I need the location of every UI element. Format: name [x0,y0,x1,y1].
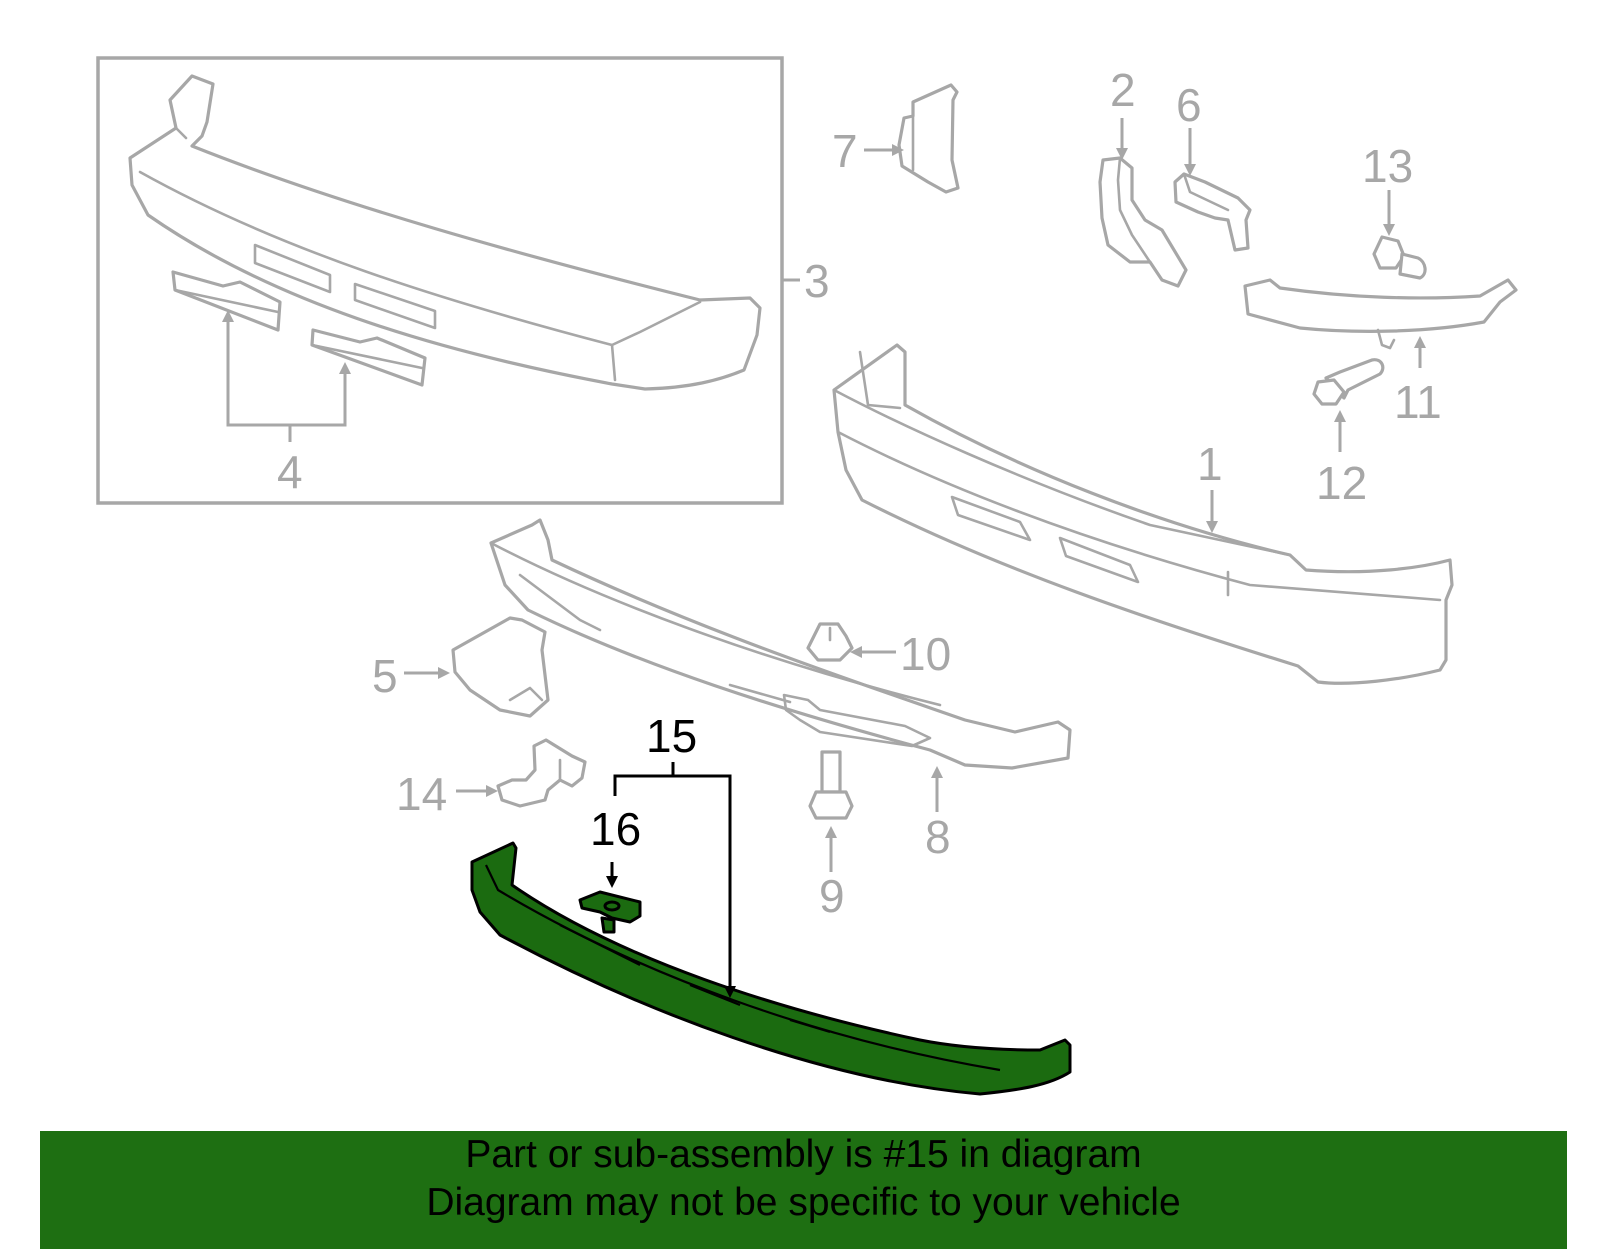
part-4-insert-right[interactable] [310,328,427,387]
part-15-lower-deflector[interactable] [470,841,1072,1096]
part-7-bracket[interactable] [897,83,960,194]
callout-13: 13 [1362,140,1413,192]
caption-line-1: Part or sub-assembly is #15 in diagram [465,1133,1142,1176]
part-11-reinforcement[interactable] [1243,278,1518,350]
callout-4: 4 [277,446,303,498]
callout-14: 14 [396,768,447,820]
part-13-bolt[interactable] [1372,235,1427,280]
part-10-nut[interactable] [806,622,854,662]
callout-15: 15 [646,710,697,762]
callout-8: 8 [925,811,951,863]
part-4-insert-left[interactable] [171,270,282,332]
callout-11: 11 [1394,376,1442,428]
part-16-retainer[interactable] [578,890,642,934]
caption-line-2: Diagram may not be specific to your vehi… [426,1181,1181,1224]
callout-16: 16 [590,803,641,855]
part-8-bumper-bar[interactable] [489,518,1072,770]
callout-7: 7 [832,125,858,177]
callout-10: 10 [900,628,951,680]
part-9-bolt[interactable] [808,750,854,820]
part-3-bumper-cover[interactable] [128,74,762,391]
callout-3: 3 [804,255,830,307]
leader-lines-highlighted [606,762,736,998]
caption-banner: Part or sub-assembly is #15 in diagram D… [40,1131,1567,1249]
part-6-bracket[interactable] [1173,172,1252,252]
part-1-bumper[interactable] [832,343,1454,685]
leader-lines [222,118,1426,872]
callout-12: 12 [1316,457,1367,509]
part-5-bracket[interactable] [451,616,550,718]
callout-2: 2 [1110,64,1136,116]
callout-6: 6 [1176,79,1202,131]
callout-labels: 1 2 3 4 5 6 7 8 9 10 11 12 13 14 15 16 [277,64,1442,922]
callout-1: 1 [1197,438,1223,490]
part-14-clip[interactable] [496,738,587,808]
part-2-bracket[interactable] [1098,156,1188,288]
part-12-bolt[interactable] [1312,358,1385,406]
callout-9: 9 [819,870,845,922]
callout-5: 5 [372,650,398,702]
